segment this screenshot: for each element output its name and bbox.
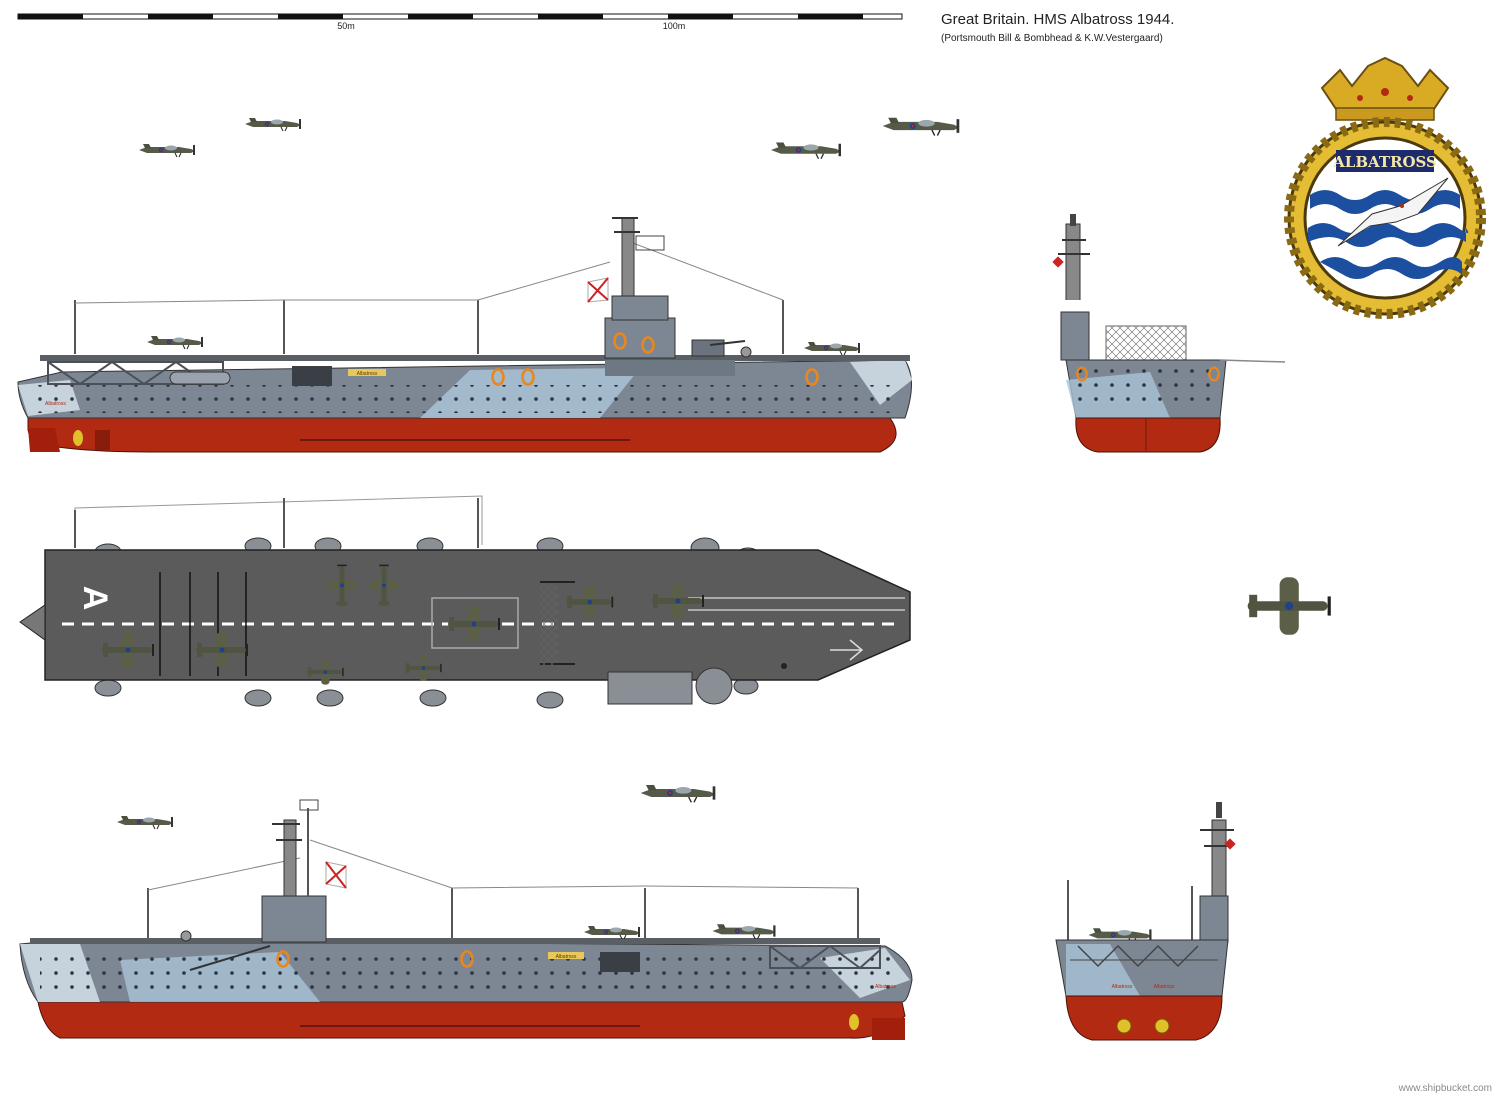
scale-bar: 50m 100m xyxy=(17,13,903,31)
scale-label-100m: 100m xyxy=(663,21,686,31)
end-view-bow-1 xyxy=(1052,214,1286,453)
badge-ship-name: ALBATROSS xyxy=(1332,153,1437,171)
scale-label-50m: 50m xyxy=(337,21,355,31)
stern-name-starboard: Albatross xyxy=(875,984,896,990)
side-profile-starboard: Albatross Albatross xyxy=(19,799,913,1040)
flying-aircraft-group-bottom xyxy=(116,784,717,830)
stern-name-port: Albatross xyxy=(45,401,66,407)
aircraft-top-view xyxy=(1247,577,1331,635)
ship-badge: ALBATROSS xyxy=(1284,56,1486,319)
stern-name-left: Albatross xyxy=(1112,984,1133,990)
site-credit: www.shipbucket.com xyxy=(1398,1083,1492,1094)
drawing-title: Great Britain. HMS Albatross 1944. xyxy=(941,11,1175,28)
drawing-credits: (Portsmouth Bill & Bombhead & K.W.Vester… xyxy=(941,33,1163,44)
hull-name-plate-port: Albatross xyxy=(357,371,378,377)
stern-name-right: Albatross xyxy=(1154,984,1175,990)
deck-letter: A xyxy=(76,586,114,611)
end-view-stern-2: Albatross Albatross xyxy=(1055,802,1236,1041)
plan-view: A xyxy=(19,495,911,709)
flying-aircraft-group-top xyxy=(138,117,960,160)
side-profile-port: Albatross Albatross xyxy=(17,217,912,453)
hull-name-plate-starboard: Albatross xyxy=(556,954,577,960)
